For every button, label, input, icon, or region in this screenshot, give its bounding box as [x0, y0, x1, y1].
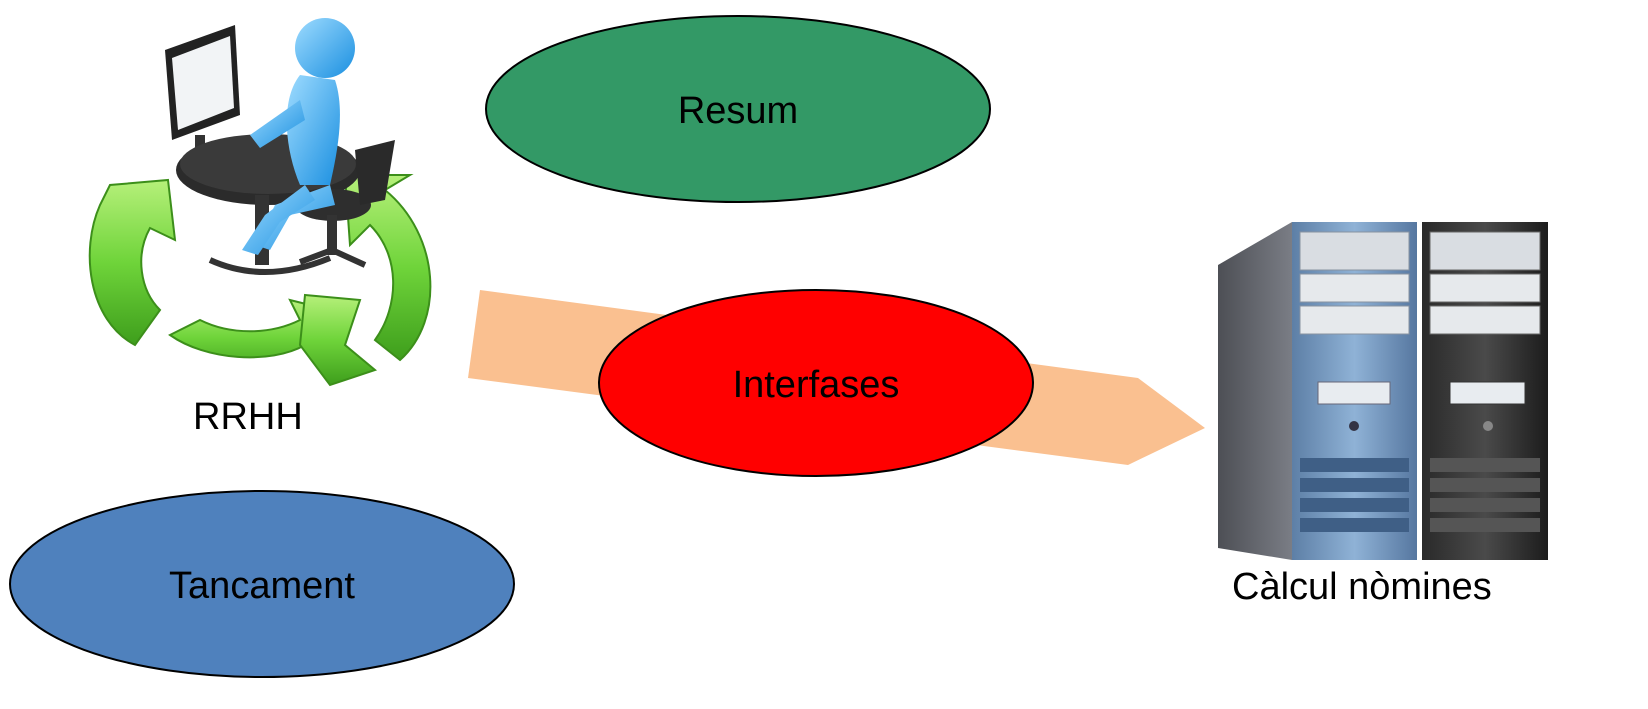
server-tower-icon: [1218, 222, 1548, 560]
ellipse-interfases-label: Interfases: [733, 364, 900, 406]
ellipse-resum: Resum: [485, 15, 991, 203]
ellipse-tancament-label: Tancament: [169, 565, 355, 607]
ellipse-interfases: Interfases: [598, 289, 1034, 477]
ellipse-resum-label: Resum: [678, 90, 798, 132]
hr-worker-computer-recycle-icon: [88, 18, 432, 387]
ellipse-tancament: Tancament: [9, 490, 515, 678]
nomines-label: Càlcul nòmines: [1232, 566, 1492, 608]
rrhh-label: RRHH: [193, 396, 303, 438]
